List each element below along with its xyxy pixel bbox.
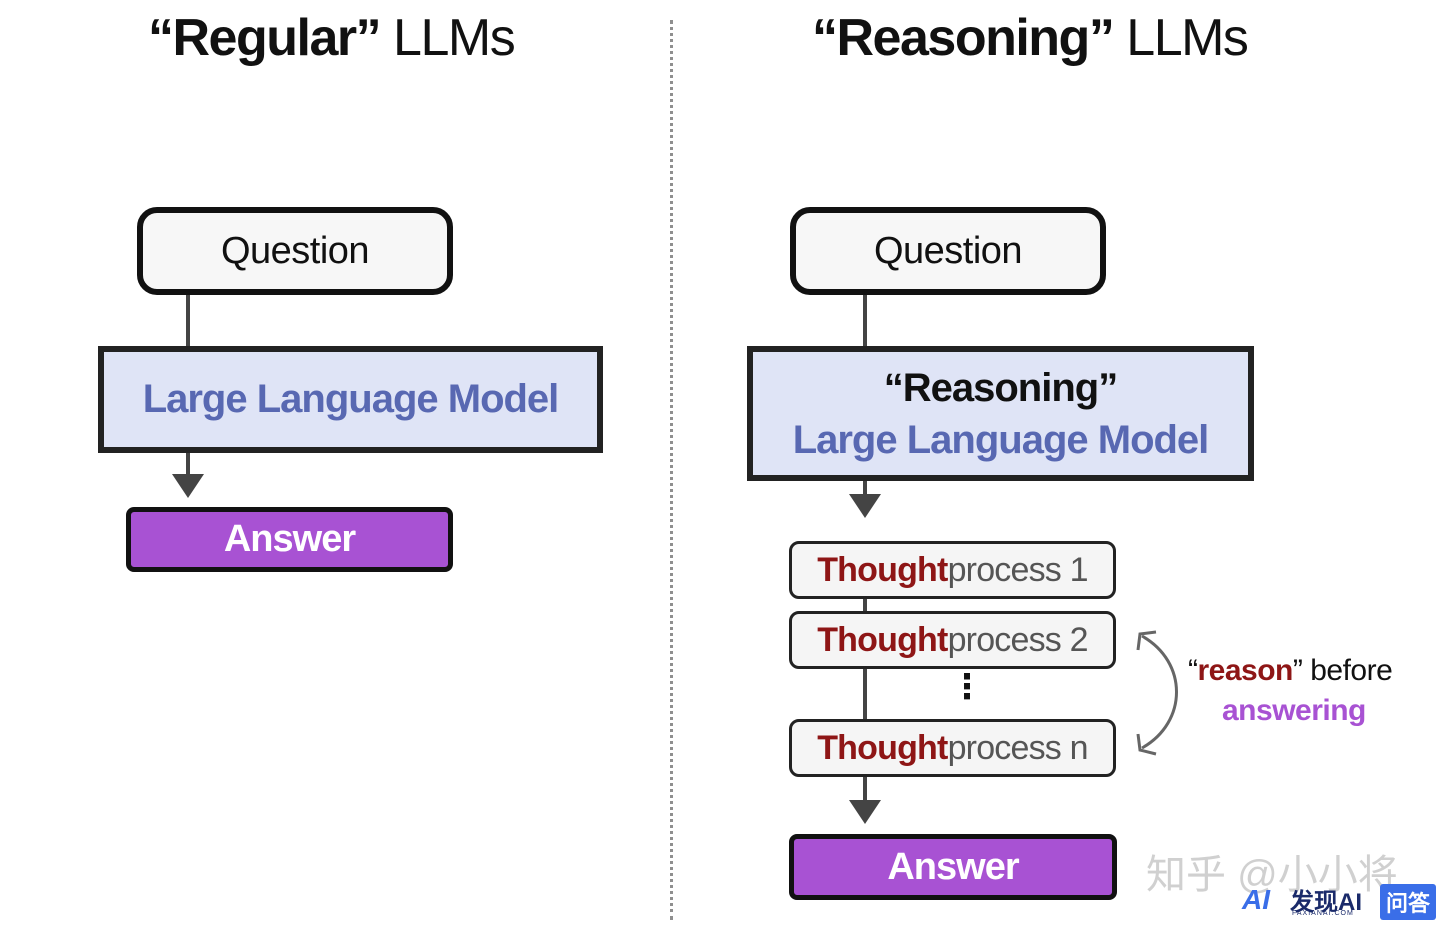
left-title-bold: “Regular”	[148, 9, 382, 67]
left-question-box: Question	[137, 207, 453, 295]
note-answering-word: answering	[1222, 694, 1366, 727]
right-question-label: Question	[873, 229, 1023, 272]
right-title-light: LLMs	[1113, 9, 1249, 67]
watermark-text: 知乎 @小小将	[1146, 853, 1398, 897]
right-arrow-down-icon-1	[849, 494, 881, 518]
ellipsis: ⋮	[950, 668, 984, 706]
left-arrow-down-icon	[172, 474, 204, 498]
left-title: “Regular” LLMs	[148, 8, 516, 68]
left-llm-label: Large Language Model	[142, 377, 560, 421]
brand-logo-mark: AI	[1242, 884, 1270, 915]
right-connector-2	[863, 481, 867, 499]
brand-name: 发现AI	[1290, 889, 1362, 916]
left-answer-label: Answer	[223, 518, 356, 560]
thought-n-bold: Thought	[817, 728, 948, 767]
note-open-quote: “	[1188, 654, 1198, 687]
thought-box-1: Thought process 1	[789, 541, 1116, 599]
right-arrow-down-icon-2	[849, 800, 881, 824]
right-answer-label: Answer	[887, 845, 1019, 888]
thought-connector-2	[863, 667, 867, 723]
right-question-box: Question	[790, 207, 1106, 295]
right-llm-label: Large Language Model	[792, 417, 1210, 462]
right-llm-box: “Reasoning” Large Language Model	[747, 346, 1254, 481]
left-title-light: LLMs	[380, 9, 516, 67]
left-llm-box: Large Language Model	[98, 346, 603, 453]
right-llm-reasoning-label: “Reasoning”	[883, 365, 1118, 410]
left-connector-1	[186, 292, 190, 350]
left-question-label: Question	[220, 229, 370, 272]
reason-note-line1: “reason” before	[1188, 654, 1393, 688]
thought-connector-3	[863, 776, 867, 806]
left-connector-2	[186, 453, 190, 479]
left-answer-box: Answer	[126, 507, 453, 572]
note-before-word: ” before	[1292, 654, 1393, 687]
loop-arrow-icon	[1136, 630, 1178, 756]
thought-1-bold: Thought	[817, 550, 948, 589]
thought-1-rest: process 1	[947, 550, 1089, 589]
right-title-bold: “Reasoning”	[812, 9, 1115, 67]
right-answer-box: Answer	[789, 834, 1117, 900]
thought-box-2: Thought process 2	[789, 611, 1116, 669]
thought-2-rest: process 2	[947, 620, 1089, 659]
brand-url: FAXIANAI.COM	[1292, 910, 1354, 917]
thought-connector-1	[863, 596, 867, 614]
note-reason-word: reason	[1197, 654, 1294, 687]
thought-box-n: Thought process n	[789, 719, 1116, 777]
thought-2-bold: Thought	[817, 620, 948, 659]
reason-note-line2: answering	[1222, 694, 1366, 728]
right-title: “Reasoning” LLMs	[812, 8, 1249, 68]
brand-tag: 问答	[1380, 884, 1437, 920]
thought-n-rest: process n	[947, 728, 1089, 767]
divider	[670, 20, 673, 920]
right-connector-1	[863, 292, 867, 350]
